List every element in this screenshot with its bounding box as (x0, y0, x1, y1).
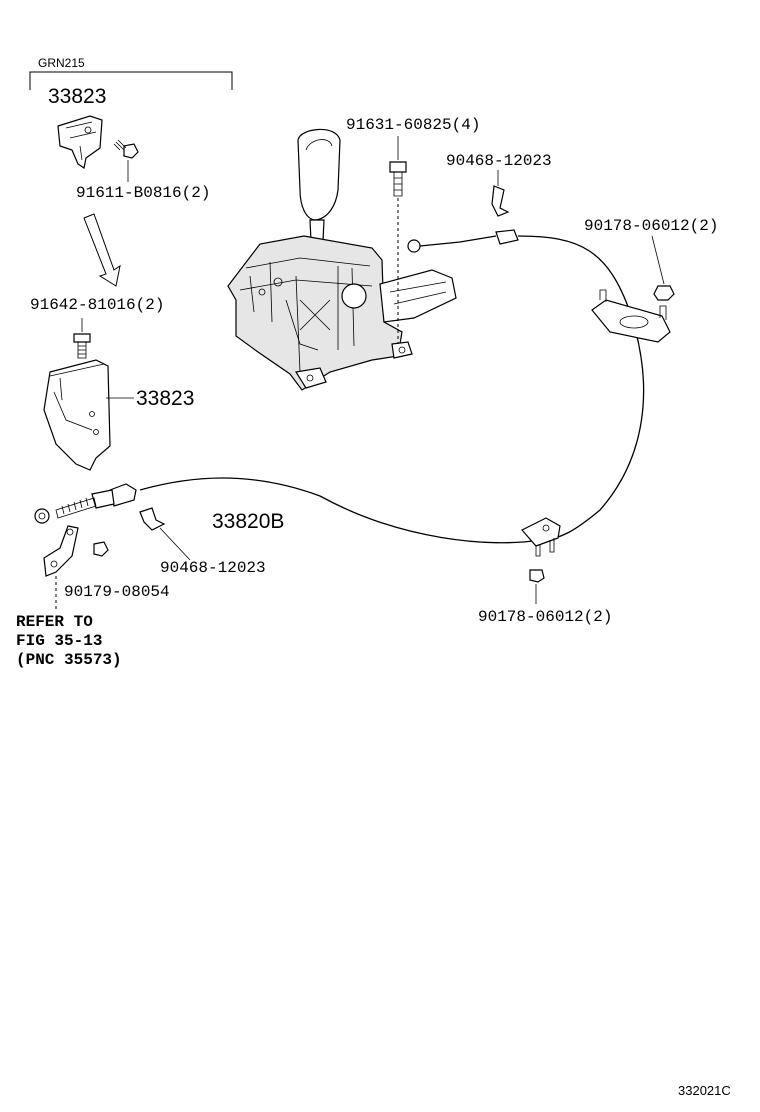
transmission-bracket-part (43, 525, 79, 612)
callout-91611-B0816: 91611-B0816(2) (76, 184, 211, 202)
lower-clip-part (139, 507, 191, 561)
callout-33820B: 33820B (212, 510, 285, 533)
shifter-bolt-part (389, 136, 407, 344)
shift-lever-assembly (227, 128, 457, 391)
callout-90468-12023-lower: 90468-12023 (160, 559, 266, 577)
reference-note-line3: (PNC 35573) (16, 651, 122, 669)
variant-label: GRN215 (38, 56, 85, 70)
reference-note-line1: REFER TO (16, 613, 93, 631)
cable-transmission-end (34, 483, 137, 524)
mid-bolt-part (73, 318, 91, 359)
lower-cable-mount (521, 517, 561, 557)
upper-bolt-part (113, 139, 139, 159)
small-nut-part (93, 541, 109, 557)
reference-note-line2: FIG 35-13 (16, 632, 103, 650)
cable-shifter-end (407, 229, 519, 253)
callout-90178-06012-upper: 90178-06012(2) (584, 217, 719, 235)
callout-91631-60825: 91631-60825(4) (346, 116, 481, 134)
callout-90179-08054: 90179-08054 (64, 583, 170, 601)
lower-bracket-part (43, 359, 134, 471)
upper-bracket-part (57, 115, 103, 169)
lower-nut-part (529, 569, 545, 604)
callout-33823-lower: 33823 (136, 387, 195, 410)
shift-cable (139, 235, 645, 544)
upper-grommet-plate (591, 289, 671, 343)
assembly-arrow (83, 213, 121, 287)
figure-code: 332021C (678, 1083, 731, 1098)
callout-90178-06012-lower: 90178-06012(2) (478, 608, 613, 626)
callout-91642-81016: 91642-81016(2) (30, 296, 165, 314)
callout-90468-12023-upper: 90468-12023 (446, 152, 552, 170)
callout-33823-upper: 33823 (48, 85, 107, 108)
upper-nut-part (651, 235, 675, 301)
variant-bracket (29, 71, 233, 90)
upper-clip-part (491, 170, 510, 217)
